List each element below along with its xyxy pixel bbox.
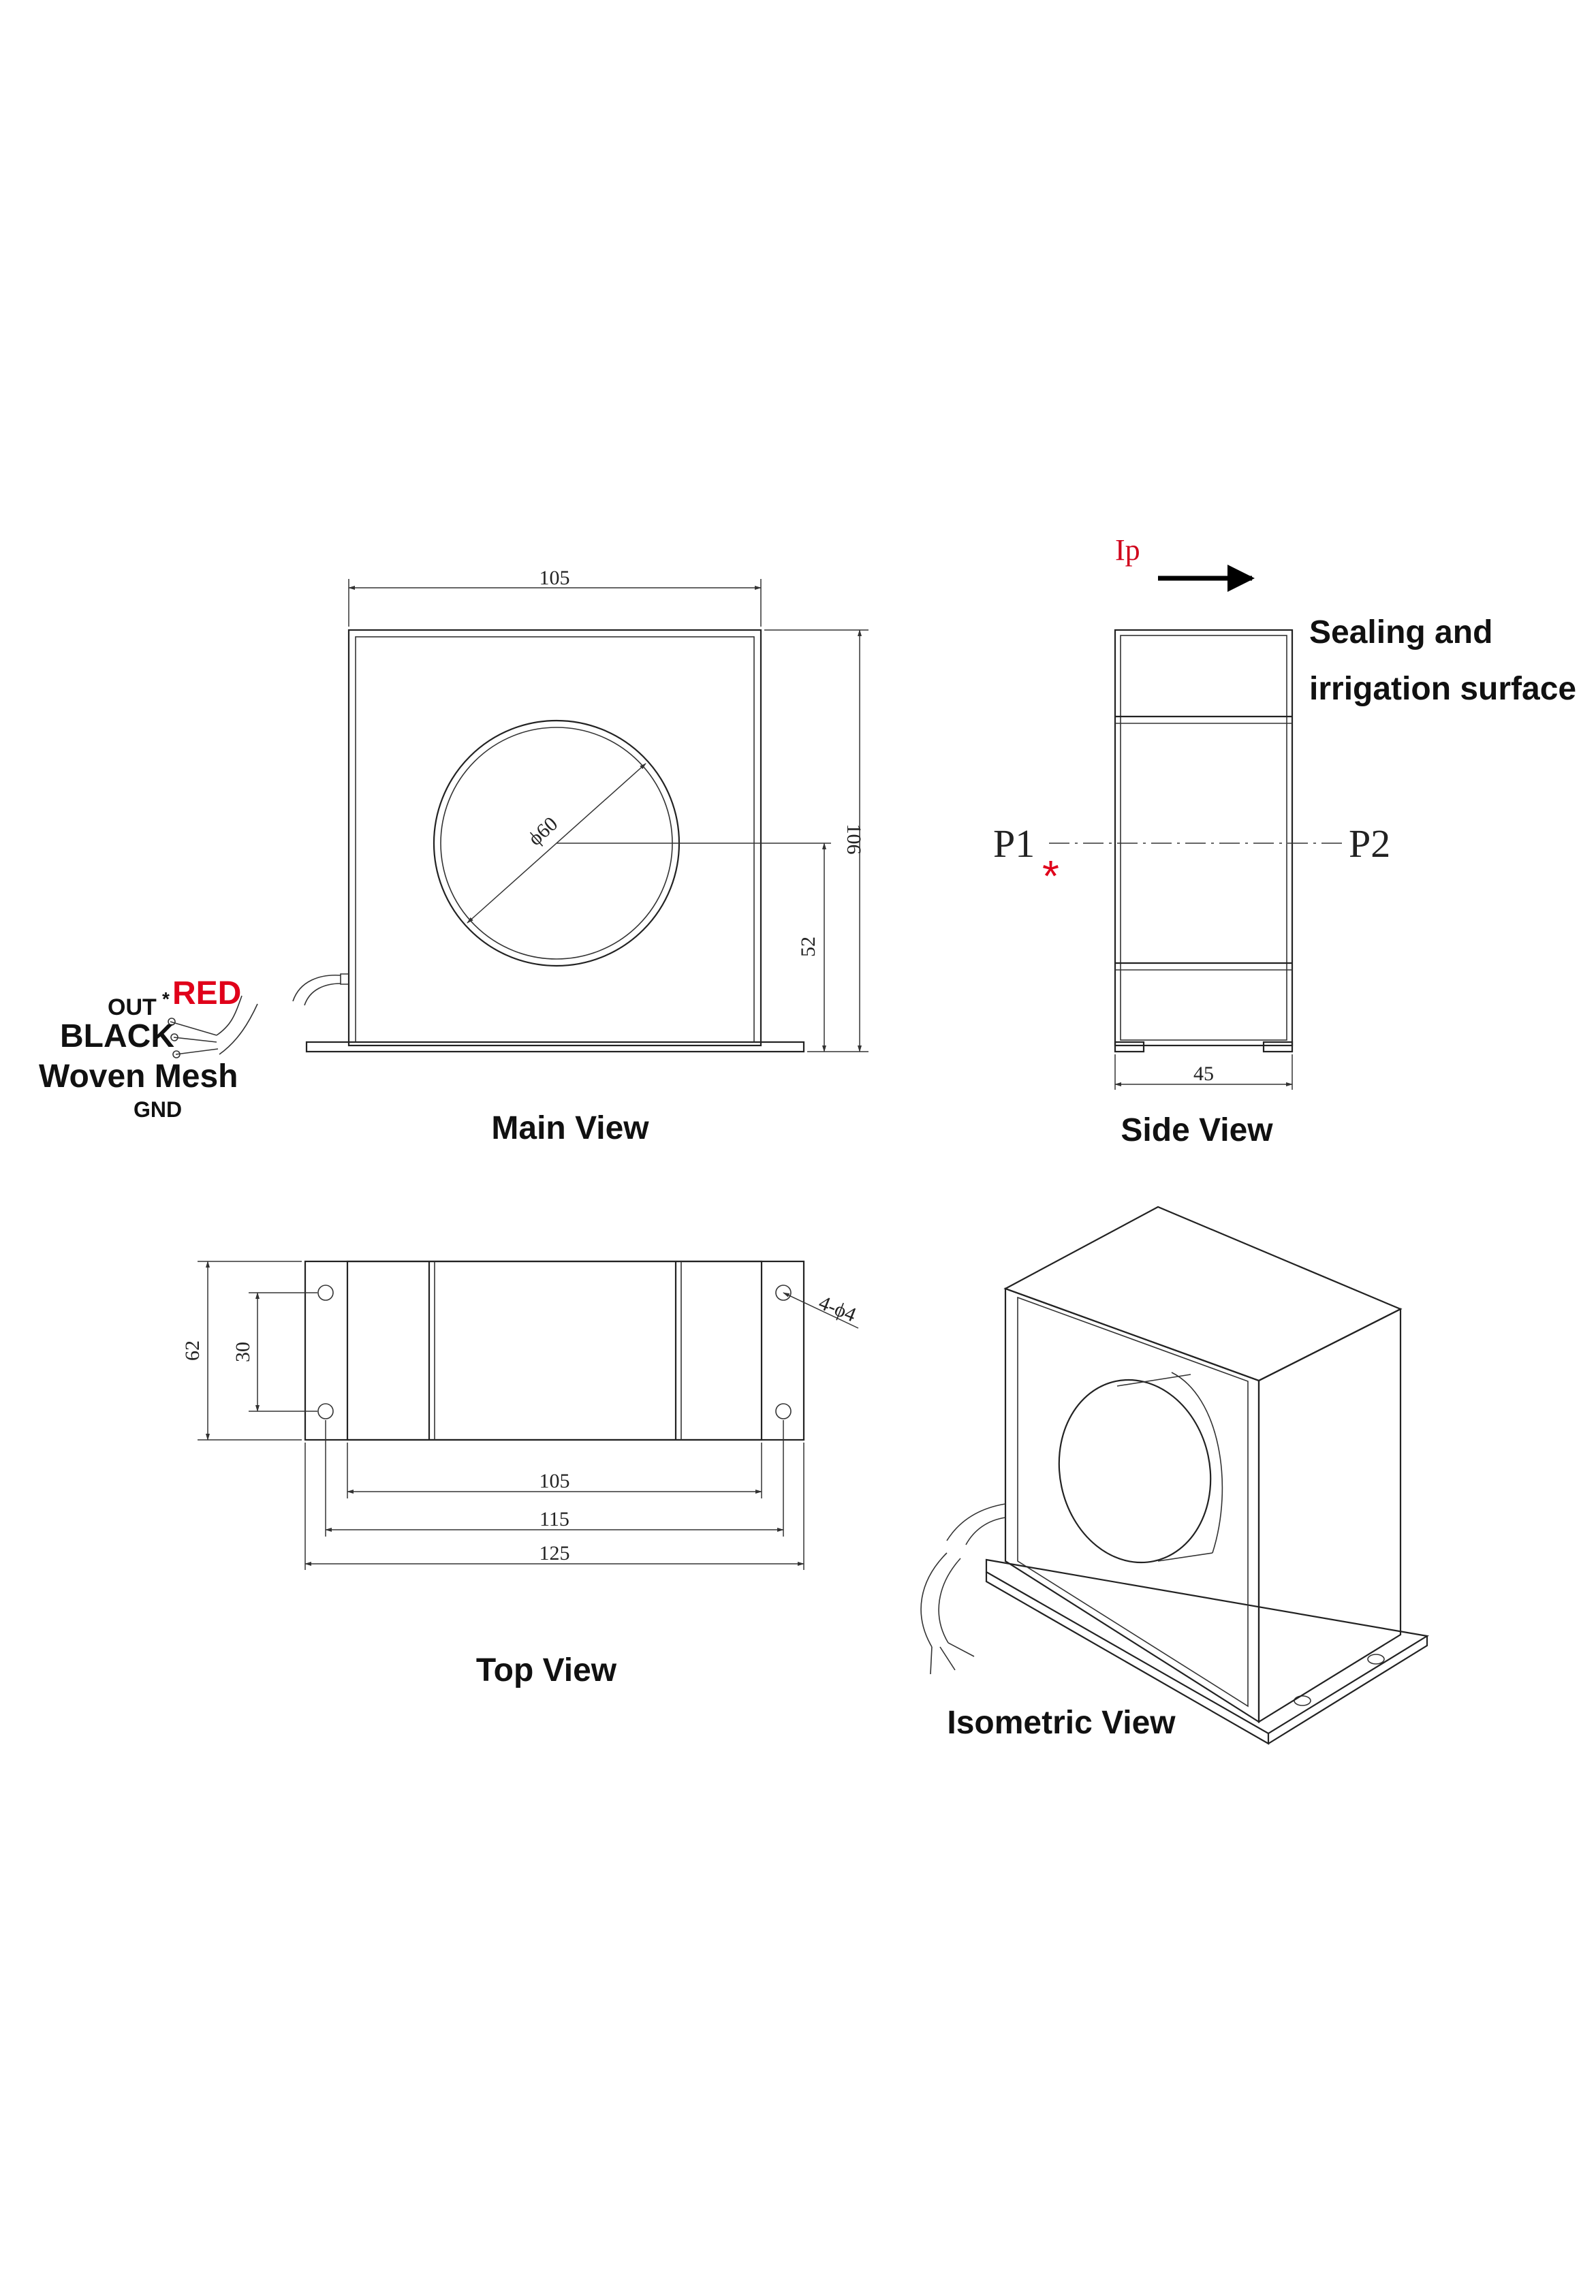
wire-red-terminal xyxy=(168,1018,176,1026)
wire-black-terminal xyxy=(170,1033,178,1041)
top-view-caption: Top View xyxy=(476,1652,617,1688)
wire-black-label: BLACK xyxy=(60,1018,174,1054)
mount-hole-text: 4-ϕ4 xyxy=(815,1291,859,1326)
main-base-plate xyxy=(305,1041,805,1053)
side-depth-text: 45 xyxy=(1193,1063,1214,1085)
iso-top-face xyxy=(1003,1206,1403,1382)
isometric-view: Isometric View xyxy=(920,1206,1430,1745)
top-view: 4-ϕ4 62 30 105 115 125 Top View xyxy=(181,1260,859,1688)
top-hole-bottom-right xyxy=(775,1403,792,1419)
iso-hole-front-rim xyxy=(1058,1379,1212,1564)
top-hole-top-left xyxy=(317,1285,334,1301)
isometric-view-caption: Isometric View xyxy=(947,1705,1176,1741)
main-body-outline xyxy=(347,629,762,1047)
sealing-label-line1: Sealing and xyxy=(1309,614,1492,650)
wire-red-lead xyxy=(170,1021,217,1036)
top-body-outline xyxy=(346,1260,763,1441)
cable-upper-b xyxy=(304,983,341,1006)
cable-gland xyxy=(340,973,349,985)
side-foot-right xyxy=(1262,1041,1294,1053)
main-width-text: 105 xyxy=(539,567,570,589)
iso-hole-tube-bottom xyxy=(1157,1552,1213,1562)
main-body-inner xyxy=(355,636,755,1043)
sealing-label-line2: irrigation surface xyxy=(1309,671,1576,707)
top-base-plate xyxy=(304,1260,805,1441)
main-center-height-text: 52 xyxy=(797,937,819,957)
cable-lower-b xyxy=(219,1003,258,1055)
iso-right-face xyxy=(1257,1308,1402,1723)
iso-wire-3 xyxy=(948,1642,975,1657)
wire-mesh-lead xyxy=(175,1048,219,1055)
iso-cable-d xyxy=(938,1558,961,1644)
iso-wire-2 xyxy=(939,1646,956,1671)
wire-mesh-label: Woven Mesh xyxy=(39,1058,238,1095)
iso-wire-1 xyxy=(930,1646,933,1675)
top-125-text: 125 xyxy=(539,1542,570,1564)
primary-out-label: P2 xyxy=(1349,821,1390,866)
side-body-inner xyxy=(1120,635,1287,1041)
wire-red-label: RED xyxy=(172,975,241,1011)
iso-mount-hole-front xyxy=(1294,1695,1311,1706)
iso-cable-b xyxy=(965,1517,1006,1545)
cable-lower-a xyxy=(216,995,242,1036)
main-view-caption: Main View xyxy=(491,1110,649,1146)
iso-cable-c xyxy=(920,1552,948,1648)
iso-base-plate-side-edge xyxy=(1268,1636,1428,1744)
iso-cable-a xyxy=(946,1503,1006,1541)
iso-mount-hole-back xyxy=(1367,1654,1385,1665)
main-height-text: 106 xyxy=(843,824,865,855)
top-105-text: 105 xyxy=(539,1470,570,1492)
top-depth-text: 62 xyxy=(181,1340,204,1361)
top-spacing-text: 30 xyxy=(232,1342,254,1362)
hole-diameter-text: ϕ60 xyxy=(524,813,562,850)
iso-hole-tube-back xyxy=(1171,1372,1223,1554)
side-view: Ip P1 P2 * Sealing and irrigation surfac… xyxy=(993,533,1576,1148)
side-view-caption: Side View xyxy=(1121,1112,1273,1148)
top-115-text: 115 xyxy=(539,1508,569,1530)
wire-gnd-label: GND xyxy=(134,1097,182,1122)
primary-in-label: P1 xyxy=(993,821,1035,866)
top-hole-top-right xyxy=(775,1285,792,1301)
mount-hole-leader xyxy=(783,1292,859,1329)
iso-front-face xyxy=(1004,1287,1260,1724)
current-label: Ip xyxy=(1115,533,1140,567)
side-foot-left xyxy=(1114,1041,1145,1053)
iso-base-plate-front-edge xyxy=(985,1572,1270,1745)
side-body-outline xyxy=(1114,629,1294,1047)
cable-upper-a xyxy=(292,974,341,1002)
polarity-mark: * xyxy=(1042,851,1059,900)
wire-out-label: OUT xyxy=(108,994,157,1020)
iso-front-face-inner xyxy=(1017,1296,1249,1708)
top-hole-bottom-left xyxy=(317,1403,334,1419)
main-view: ϕ60 105 106 52 OUT * RED BLACK Woven Mes… xyxy=(39,567,869,1146)
wire-mesh-terminal xyxy=(172,1050,181,1058)
wire-black-lead xyxy=(173,1037,217,1043)
wire-out-star: * xyxy=(162,988,170,1009)
